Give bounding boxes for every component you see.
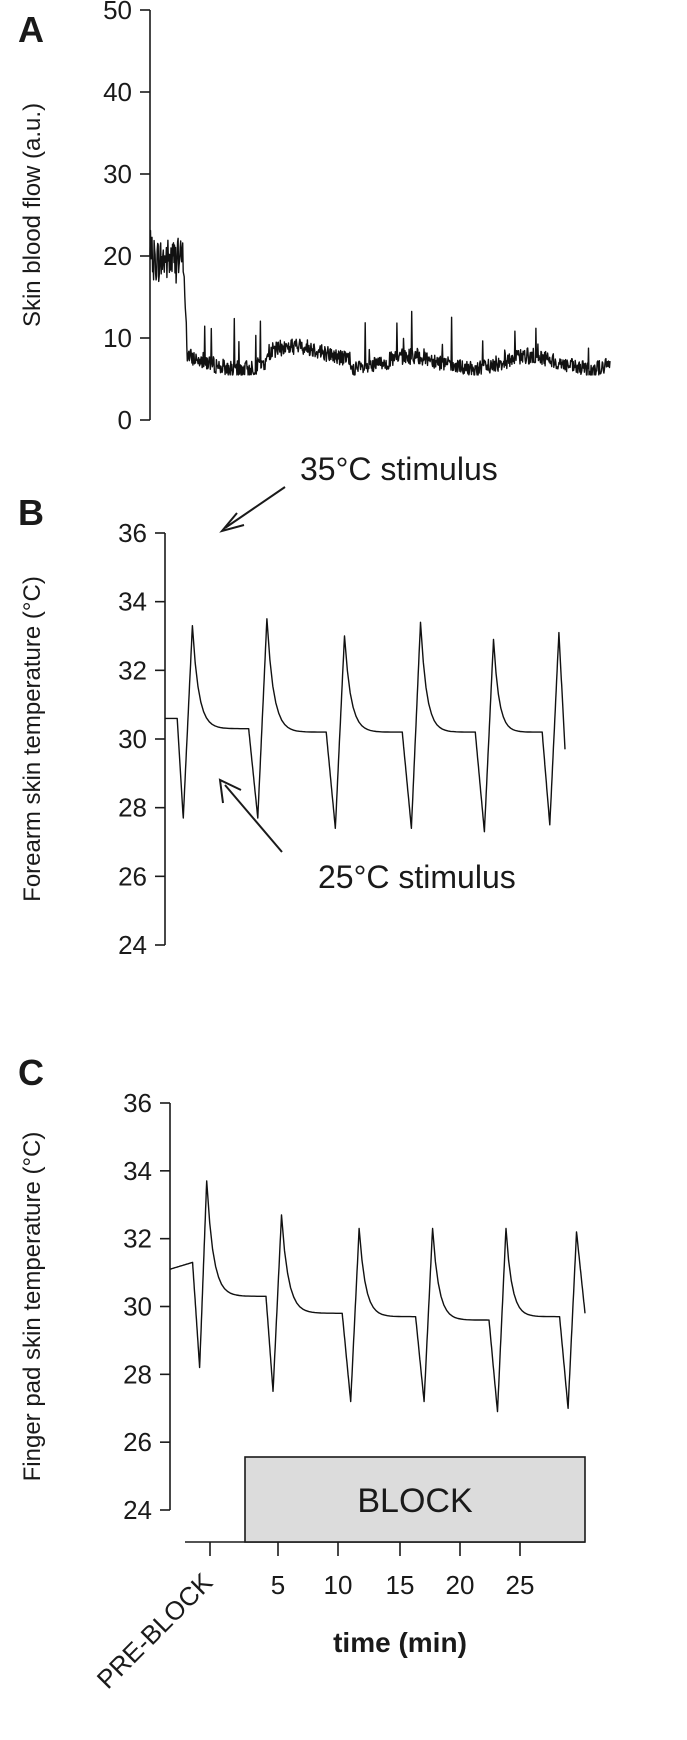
block-bar [244,1456,586,1543]
y-tick-label-A: 0 [118,405,132,435]
block-label: BLOCK [357,1482,473,1520]
arrow-35c [224,486,286,529]
y-tick-label-B: 30 [118,724,147,754]
y-tick-label-A: 50 [103,0,132,25]
x-tick-label: 5 [271,1570,285,1600]
y-tick-label-C: 34 [123,1156,152,1186]
y-axis-title-A: Skin blood flow (a.u.) [19,103,46,327]
y-tick-label-C: 32 [123,1224,152,1254]
y-tick-label-B: 36 [118,518,147,548]
y-axis-title-B: Forearm skin temperature (°C) [19,576,46,902]
arrowhead-35c [219,512,245,533]
arrowhead-25c [218,778,242,804]
data-trace-A [149,229,611,376]
data-trace-C [169,1180,586,1413]
panel-letter-B: B [18,492,44,533]
annotation-35c: 35°C stimulus [300,451,498,487]
x-tick-label: 10 [324,1570,353,1600]
x-axis-title: time (min) [333,1627,467,1658]
x-tick-label: 15 [386,1570,415,1600]
y-tick-label-A: 20 [103,241,132,271]
y-axis-title-C: Finger pad skin temperature (°C) [19,1132,46,1482]
y-tick-label-C: 30 [123,1292,152,1322]
annotation-25c: 25°C stimulus [318,859,516,895]
panel-letter-A: A [18,9,44,50]
panel-letter-C: C [18,1052,44,1093]
x-tick-label-preblock: PRE-BLOCK [91,1567,219,1695]
data-trace-B [164,618,566,833]
y-tick-label-C: 24 [123,1495,152,1525]
y-tick-label-C: 26 [123,1427,152,1457]
y-tick-label-A: 30 [103,159,132,189]
y-tick-label-B: 34 [118,587,147,617]
arrow-25c [224,784,283,853]
y-tick-label-B: 28 [118,793,147,823]
y-tick-label-C: 28 [123,1359,152,1389]
x-tick-label: 25 [506,1570,535,1600]
x-tick-label: 20 [446,1570,475,1600]
y-tick-label-C: 36 [123,1088,152,1118]
y-tick-label-B: 32 [118,655,147,685]
y-tick-label-B: 26 [118,861,147,891]
y-tick-label-B: 24 [118,930,147,960]
y-tick-label-A: 10 [103,323,132,353]
y-tick-label-A: 40 [103,77,132,107]
